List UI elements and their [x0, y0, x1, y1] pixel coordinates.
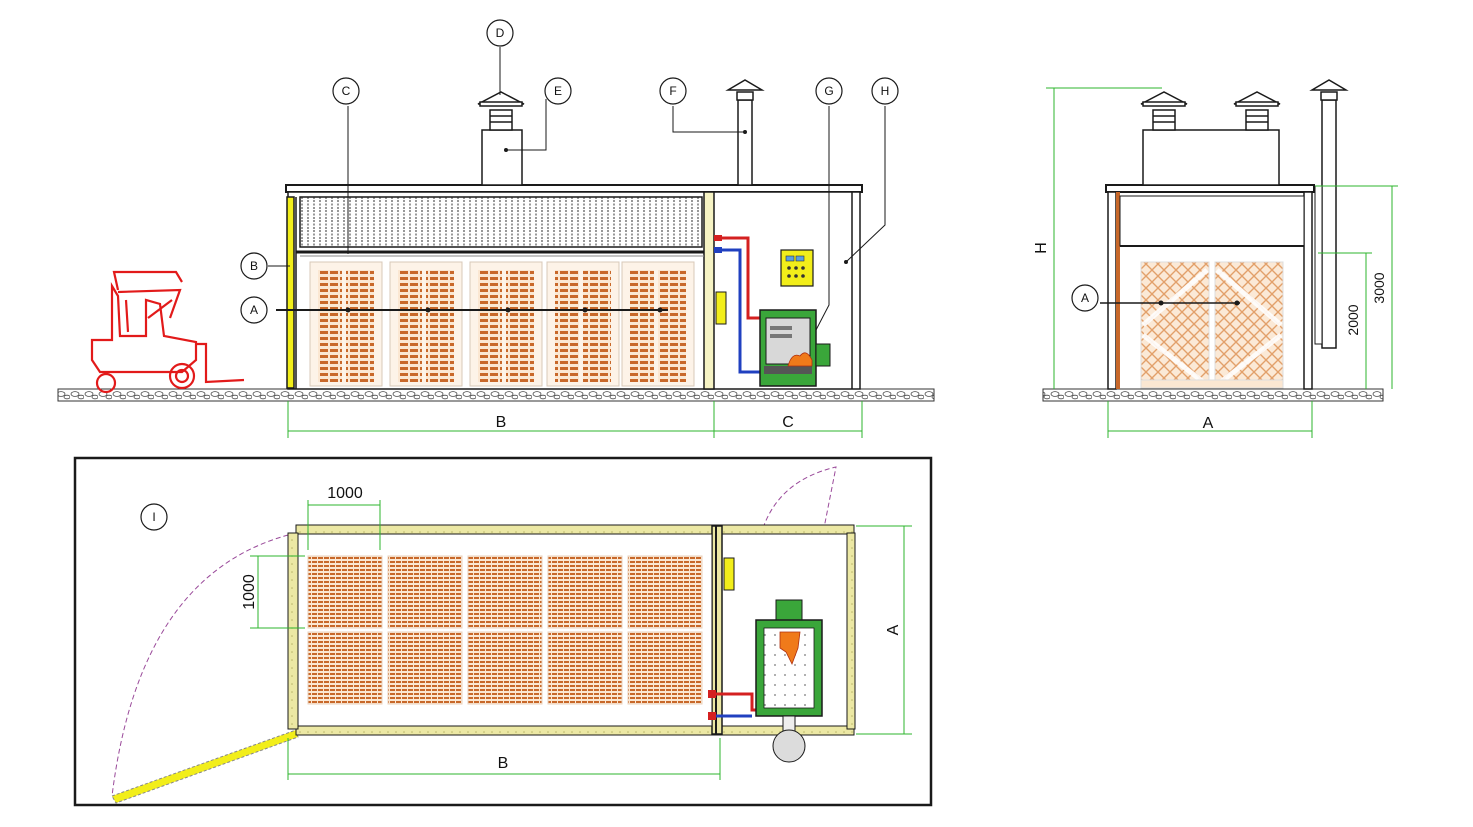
plan-wood-stacks: [307, 555, 703, 705]
heat-exchanger: [299, 196, 703, 248]
plan-callout-I: I: [140, 503, 168, 531]
front-callout-A: A: [1071, 284, 1099, 312]
plan-view: I: [73, 456, 933, 807]
callout-D: D: [486, 19, 514, 47]
dim-label-B-plan: B: [498, 755, 509, 772]
plan-wood-stack: [627, 631, 703, 705]
svg-text:B: B: [250, 259, 258, 273]
plan-wood-stack: [387, 631, 463, 705]
dim-label-B: B: [496, 414, 507, 431]
plan-wood-stack: [547, 555, 623, 629]
wood-stack: [621, 261, 695, 387]
door-leaf: [111, 729, 299, 804]
front-stack-left: [1140, 261, 1210, 389]
svg-text:E: E: [554, 84, 562, 98]
svg-text:I: I: [152, 510, 155, 524]
wood-stack: [389, 261, 463, 387]
wood-stack: [546, 261, 620, 387]
forklift-icon: [90, 270, 245, 394]
plan-wood-stack: [467, 555, 543, 629]
boiler-flue: [737, 99, 753, 186]
front-flue: [1321, 99, 1337, 349]
svg-text:H: H: [881, 84, 890, 98]
plan-wood-stack: [467, 631, 543, 705]
svg-text:G: G: [824, 84, 833, 98]
svg-text:A: A: [1081, 291, 1089, 305]
plan-boiler-icon: [755, 599, 823, 763]
callout-F: F: [659, 77, 687, 105]
sensor-box: [715, 291, 727, 325]
front-roof: [1105, 184, 1315, 193]
dim-label-A-plan: A: [885, 624, 902, 635]
svg-text:A: A: [250, 303, 258, 317]
dim-label-2000: 2000: [1345, 304, 1361, 335]
dim-label-C: C: [782, 414, 794, 431]
roof: [285, 184, 863, 193]
hot-pipe: [714, 236, 760, 320]
boiler-icon: [759, 309, 831, 387]
front-ground: [1042, 388, 1384, 402]
front-stack-right: [1214, 261, 1284, 389]
flame-icon: [787, 352, 813, 367]
callout-A: A: [240, 296, 268, 324]
ground-strip: [57, 388, 935, 402]
control-panel-icon: [780, 249, 814, 287]
wood-stack: [309, 261, 383, 387]
callout-G: G: [815, 77, 843, 105]
svg-text:C: C: [342, 84, 351, 98]
plan-frame: [73, 456, 933, 807]
dim-label-3000: 3000: [1371, 272, 1387, 303]
chimney-icon: [477, 91, 525, 131]
plan-wood-stack: [387, 555, 463, 629]
exhaust-duct: [481, 129, 523, 186]
callout-C: C: [332, 77, 360, 105]
plan-wood-stack: [547, 631, 623, 705]
fan-icon: [772, 729, 806, 763]
svg-text:F: F: [669, 84, 676, 98]
partition-wall: [703, 191, 715, 390]
boiler-door-arc: [762, 466, 837, 529]
chimney-icon: [1233, 91, 1281, 131]
dim-label-1000-v: 1000: [241, 574, 258, 610]
plan-wood-stack: [307, 555, 383, 629]
door-swing-arc: [111, 532, 297, 797]
dim-label-H: H: [1033, 242, 1050, 254]
wood-stack: [469, 261, 543, 387]
plan-wood-stack: [627, 555, 703, 629]
callout-E: E: [544, 77, 572, 105]
plan-flame-icon: [779, 631, 801, 665]
chimney-icon: [1309, 79, 1349, 101]
wood-stacks: [309, 261, 695, 387]
cold-pipe: [714, 248, 760, 374]
loading-door: [286, 196, 295, 389]
side-view: D E C F G H B A B C: [57, 19, 935, 438]
plan-wood-stack: [307, 631, 383, 705]
front-view: A H 3000 2000 A: [1033, 79, 1398, 438]
chimney-icon: [1140, 91, 1188, 131]
dim-label-A-front: A: [1203, 415, 1214, 432]
dim-label-1000-h: 1000: [327, 485, 363, 502]
callout-B: B: [240, 252, 268, 280]
svg-text:D: D: [496, 26, 505, 40]
callout-H: H: [871, 77, 899, 105]
chimney-icon: [725, 79, 765, 101]
